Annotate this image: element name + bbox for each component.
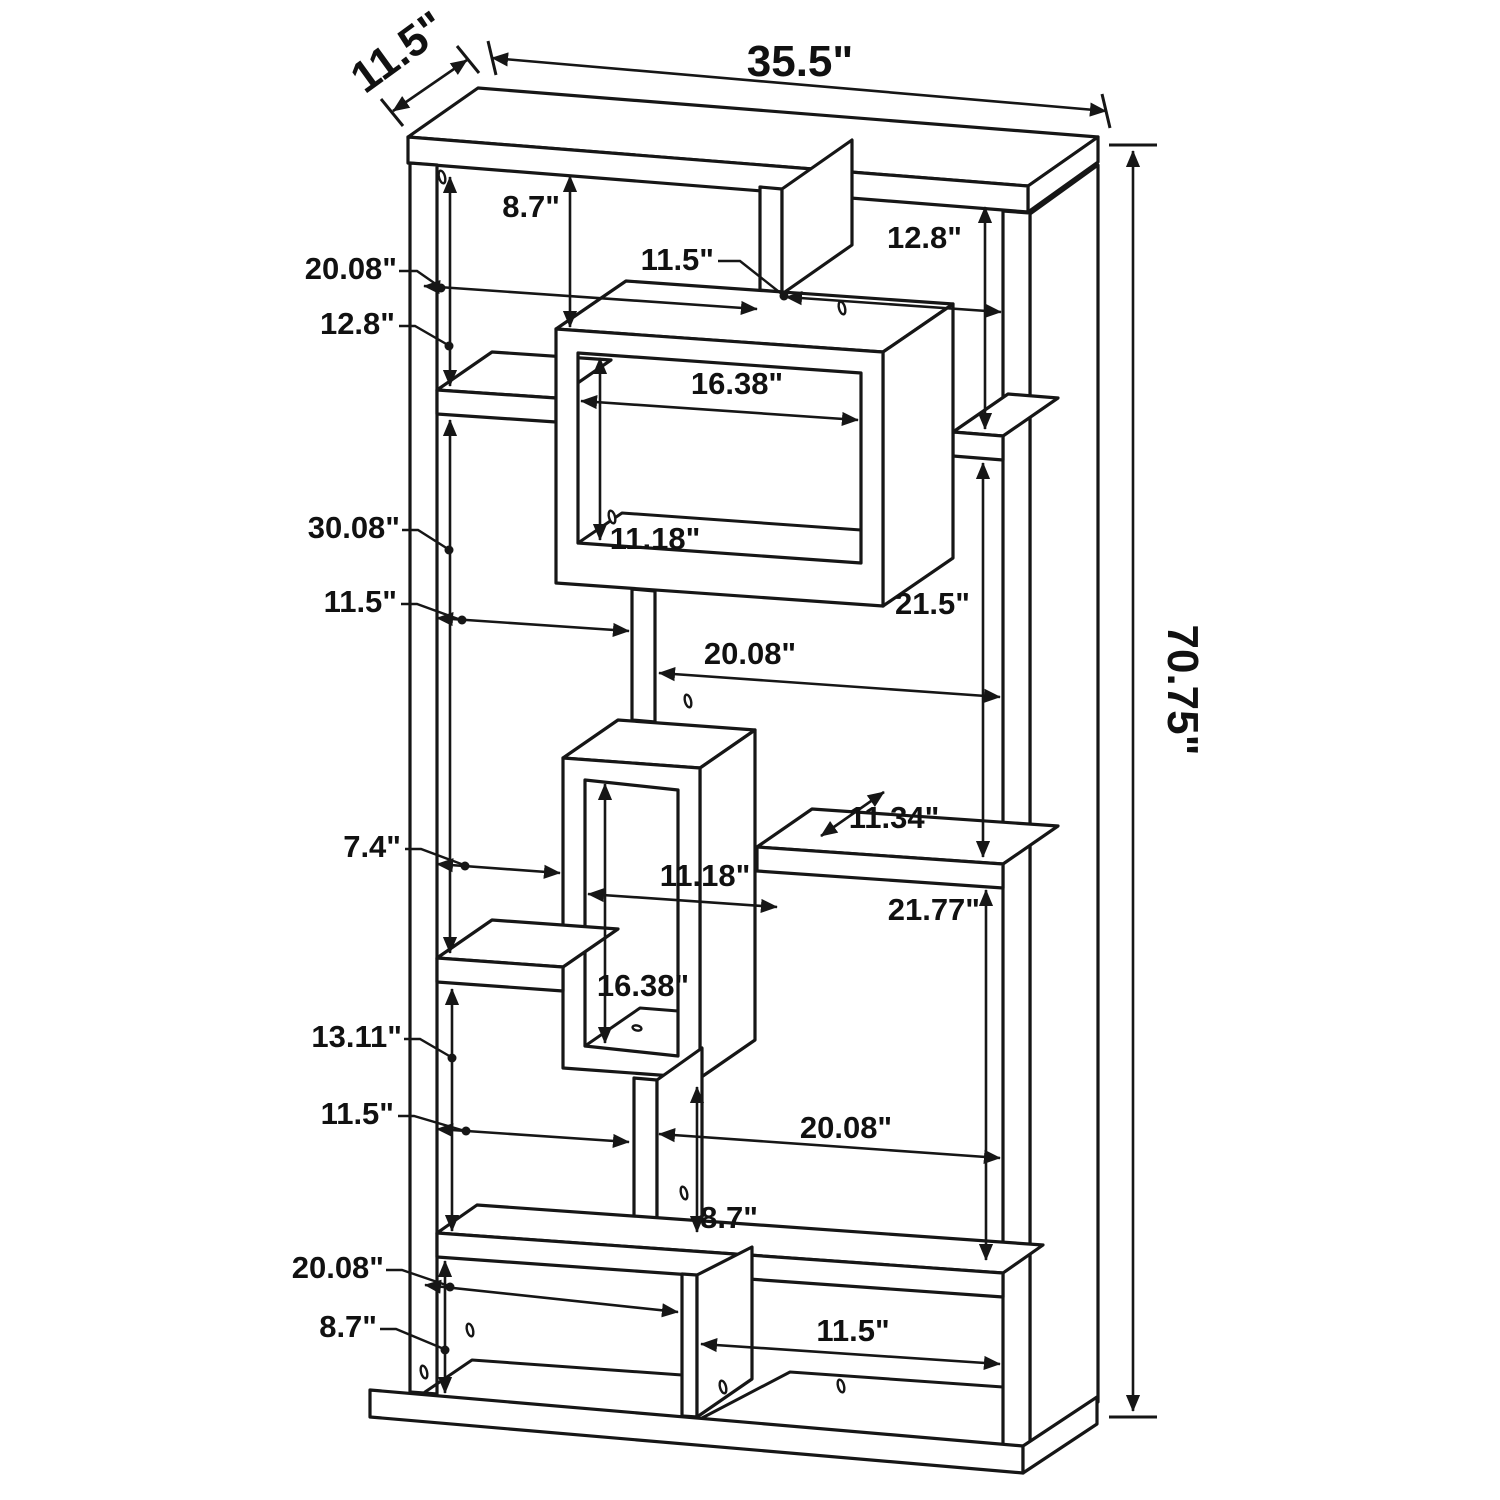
dim-label-box1-1638: 16.38"	[691, 366, 783, 401]
dim-label-box1-1118: 11.18"	[610, 521, 701, 556]
bottom-divider	[680, 1272, 699, 1419]
hole-marker	[718, 1379, 728, 1395]
dim-label-height-right: 70.75"	[1158, 625, 1207, 756]
leader-left-115-lower	[398, 1114, 466, 1133]
dim-label-depth-top: 11.5"	[342, 2, 455, 103]
leader-top-115	[718, 259, 784, 296]
bottom-divider-depth-face	[695, 1245, 754, 1419]
left-panel	[408, 161, 439, 1396]
tick	[455, 45, 481, 74]
tick	[1100, 93, 1112, 129]
leader-dot	[444, 341, 454, 351]
dim-label-left-128: 12.8"	[320, 306, 395, 341]
dim-line-depth-top	[392, 58, 468, 113]
dim-label-bottom-left-87: 8.7"	[319, 1309, 377, 1344]
leader-lines	[380, 259, 789, 1355]
upper-center-stile	[630, 587, 657, 724]
leader-dot	[461, 1126, 471, 1136]
left-shelf2-band	[435, 956, 565, 993]
dim-line-top-115	[785, 291, 1002, 318]
dim-label-bottom-115: 11.5"	[816, 1313, 889, 1348]
leader-dot	[457, 615, 467, 625]
dim-label-bottom-left-2008: 20.08"	[292, 1250, 384, 1285]
leader-left-74	[405, 847, 465, 867]
top-divider-depth-face	[780, 138, 854, 296]
leader-left-3008	[402, 528, 449, 551]
dim-label-left-3008: 30.08"	[308, 510, 400, 545]
hole-marker	[683, 693, 693, 709]
leader-bottom-left-87	[380, 1327, 445, 1351]
leader-dot	[444, 545, 454, 555]
dim-label-left-1311: 13.11"	[311, 1019, 402, 1054]
upper-box-frame	[554, 327, 885, 608]
dim-label-right-215: 21.5"	[895, 586, 970, 621]
dim-label-right-128: 12.8"	[887, 220, 962, 255]
leader-dot	[447, 1053, 457, 1063]
leader-left-1311	[404, 1037, 452, 1059]
right-shelf1-band	[951, 430, 1005, 462]
right-panel-depth-face	[1028, 163, 1100, 1452]
dimension-labels: 35.5" 11.5" 70.75" 8.7" 11.5" 12.8" 20.0…	[292, 2, 1207, 1348]
dim-label-mid-2008-upper: 20.08"	[704, 636, 796, 671]
dim-line-left-115-upper	[436, 612, 630, 637]
dim-line-box2-1118	[587, 888, 778, 913]
dimension-lines	[379, 40, 1157, 1419]
leader-dot	[460, 861, 470, 871]
leader-left-115-upper	[401, 602, 462, 622]
top-divider	[758, 185, 784, 294]
leader-dot	[445, 1282, 455, 1292]
dim-label-left-115-upper: 11.5"	[324, 584, 397, 619]
dim-label-mid-87: 8.7"	[700, 1200, 758, 1235]
bookcase-structure	[368, 86, 1100, 1475]
hole-marker	[437, 169, 447, 185]
mid-right-shelf-band	[755, 845, 1005, 890]
leader-left-2008	[399, 269, 441, 288]
dim-line-mid-1134	[820, 790, 885, 838]
dim-label-left-115-lower: 11.5"	[321, 1096, 394, 1131]
dim-line-mid-2008-lower	[658, 1128, 1001, 1164]
leader-dot	[440, 1345, 450, 1355]
tick	[486, 40, 498, 76]
bottom-right-cubby-floor-edges	[700, 1370, 1005, 1420]
leader-bottom-left-2008	[386, 1268, 450, 1288]
central-box-frame	[561, 756, 702, 1080]
tick	[379, 98, 405, 127]
plinth-right-cap	[1021, 1395, 1099, 1475]
dim-line-bottom-left-2008	[424, 1279, 679, 1318]
dim-label-right-2177: 21.77"	[888, 892, 980, 927]
dim-line-mid-2008-upper	[658, 667, 1001, 703]
dim-label-width-top: 35.5"	[747, 37, 854, 86]
dim-label-left-74: 7.4"	[343, 829, 401, 864]
dim-label-mid-2008-lower: 20.08"	[800, 1110, 892, 1145]
dim-label-top-115: 11.5"	[641, 242, 714, 277]
hole-marker	[419, 1364, 429, 1380]
upper-box-right-face	[881, 302, 955, 608]
hole-marker	[836, 1378, 846, 1394]
hole-marker	[607, 509, 617, 525]
dim-label-mid-1134: 11.34"	[849, 800, 940, 835]
dim-line-bottom-115	[700, 1337, 1001, 1371]
dim-line-box1-1638	[580, 395, 859, 426]
dim-label-box2-1118: 11.18"	[660, 858, 751, 893]
dim-line-left-2008	[423, 280, 758, 315]
bottom-left-cubby-floor-edges	[423, 1358, 684, 1394]
hole-marker	[679, 1185, 689, 1201]
hole-marker	[631, 1024, 643, 1032]
leader-dot	[779, 291, 789, 301]
leader-dot	[436, 283, 446, 293]
dim-label-top-87: 8.7"	[502, 189, 560, 224]
upper-box-inner-bottom-edges	[576, 511, 863, 545]
leader-left-128	[399, 324, 449, 347]
dim-label-box2-1638: 16.38"	[597, 968, 689, 1003]
dim-line-left-74	[436, 858, 561, 879]
dim-label-left-2008: 20.08"	[305, 251, 397, 286]
dim-line-width-top	[491, 52, 1107, 117]
hole-marker	[465, 1322, 475, 1338]
